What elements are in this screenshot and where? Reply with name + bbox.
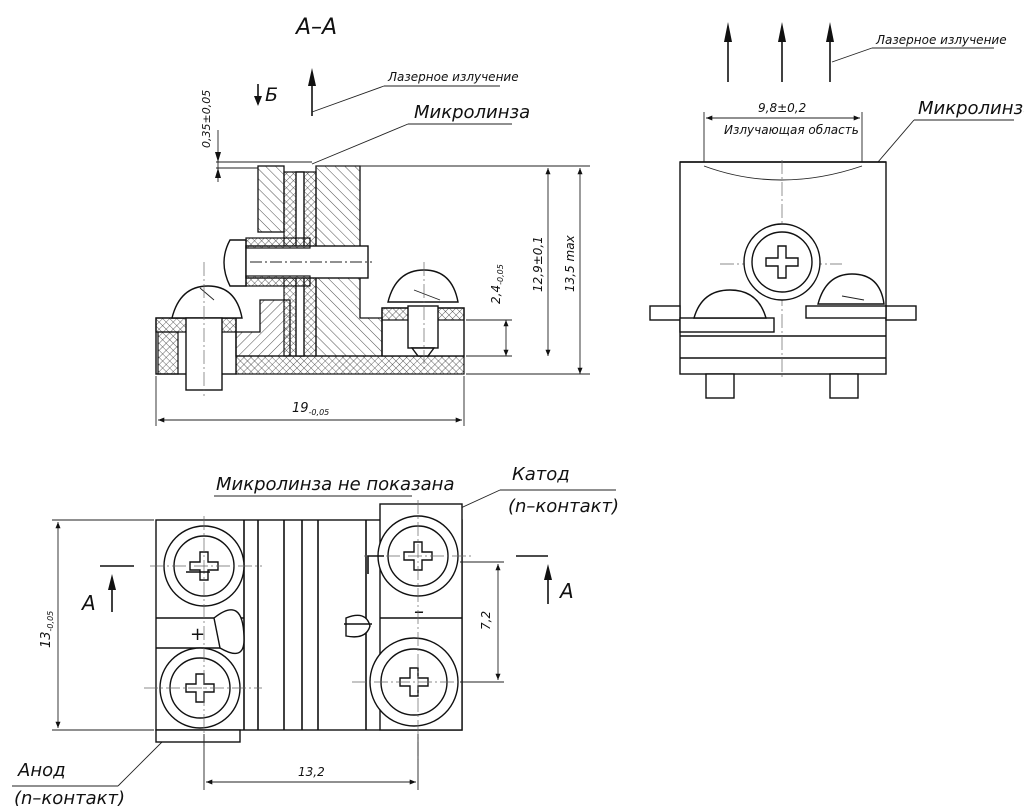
emitting-region-label: Излучающая область [724, 123, 859, 137]
microlens-not-shown-note: Микролинза не показана [216, 474, 454, 495]
dim-13-text: 13-0,05 [39, 611, 55, 648]
view-arrow-b: Б [254, 84, 278, 106]
side-microlens-label: Микролинза [918, 98, 1024, 119]
section-mark-right: А [558, 579, 574, 603]
phillips-screw-icon [743, 223, 821, 301]
base-plate [235, 355, 465, 375]
cathode-label: Катод [512, 464, 570, 485]
dim-72-text: 7,2 [479, 611, 493, 630]
dim-135-text: 13,5 max [563, 234, 577, 292]
dim-24-text: 2,4-0,05 [489, 264, 505, 304]
section-laser-label: Лазерное излучение [387, 70, 519, 84]
cathode-sub-label: (n–контакт) [508, 496, 619, 517]
plus-sign: + [190, 624, 205, 645]
dim-132-text: 13,2 [298, 765, 325, 779]
dim-offset: 0,35±0,05 [200, 90, 312, 182]
view-label-b: Б [265, 84, 278, 106]
arrow-up-icon [308, 68, 316, 116]
side-laser-label: Лазерное излучение [875, 33, 1007, 47]
arrow-up-icon [724, 22, 834, 82]
section-view: А–А Б Лазерное излучение Микролинза 0,35… [155, 15, 590, 426]
plan-view: Микролинза не показана Катод (n–контакт)… [12, 464, 619, 806]
anode-label: Анод [17, 760, 66, 781]
dim-offset-text: 0,35±0,05 [200, 90, 213, 148]
section-mark-left: А [80, 591, 96, 615]
anode-sub-label: (n–контакт) [14, 788, 125, 806]
dim-98-text: 9,8±0,2 [758, 101, 806, 115]
dim-19-text: 19-0,05 [292, 401, 329, 417]
arrow-up-icon [108, 564, 552, 612]
section-microlens-label: Микролинза [414, 102, 530, 123]
minus-sign: – [414, 599, 424, 623]
dim-129-text: 12,9±0,1 [531, 236, 545, 292]
section-title: А–А [294, 15, 337, 40]
side-view: Лазерное излучение 9,8±0,2 Излучающая об… [649, 22, 1024, 399]
